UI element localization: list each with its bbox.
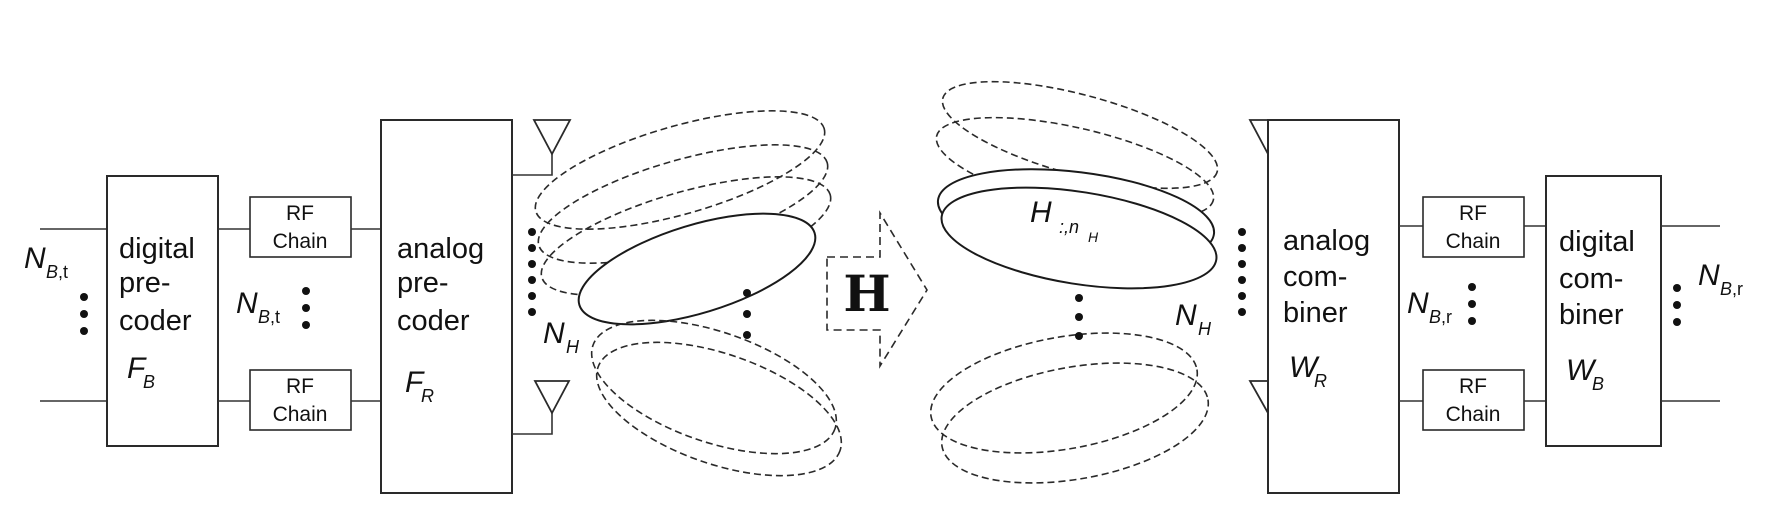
svg-text:H: H — [566, 337, 580, 357]
svg-text:N: N — [1407, 287, 1429, 320]
svg-text:F: F — [405, 366, 425, 399]
channel-matrix-symbol: H — [843, 264, 890, 323]
svg-text:B: B — [258, 307, 270, 327]
svg-text:biner: biner — [1283, 297, 1348, 329]
svg-text:RF: RF — [286, 375, 314, 398]
svg-text:R: R — [1314, 371, 1327, 391]
tx-rf-chain-bottom: RF Chain — [249, 369, 352, 431]
svg-text:H: H — [1088, 229, 1099, 245]
svg-text:,t: ,t — [58, 262, 68, 282]
svg-text:N: N — [1698, 259, 1720, 292]
svg-text:RF: RF — [1459, 202, 1487, 225]
svg-text:,r: ,r — [1732, 279, 1743, 299]
vertical-ellipsis — [80, 293, 88, 335]
rx-rf-chain-top: RF Chain — [1422, 196, 1525, 258]
svg-text:coder: coder — [397, 305, 470, 337]
svg-text:B: B — [46, 262, 58, 282]
svg-text:Chain: Chain — [273, 230, 328, 253]
svg-text:com-: com- — [1283, 261, 1347, 293]
vertical-ellipsis — [528, 228, 536, 316]
svg-text:digital: digital — [1559, 226, 1635, 258]
svg-text:pre-: pre- — [119, 267, 171, 299]
svg-text:analog: analog — [397, 233, 484, 265]
svg-text:N: N — [543, 317, 565, 350]
svg-text:F: F — [127, 352, 147, 385]
vertical-ellipsis — [1673, 284, 1681, 326]
rx-stream-count-label-right: N B ,r — [1698, 259, 1743, 299]
tx-antenna-top — [512, 119, 572, 176]
svg-text::,n: :,n — [1059, 217, 1079, 237]
vertical-ellipsis — [1468, 283, 1476, 325]
svg-text:com-: com- — [1559, 263, 1623, 295]
analog-precoder-block: analog pre- coder F R — [380, 119, 513, 494]
svg-text:biner: biner — [1559, 299, 1624, 331]
channel-column-label: H :,n H — [1030, 196, 1099, 245]
digital-precoder-block: digital pre- coder F B — [106, 175, 219, 447]
svg-text:H: H — [1198, 319, 1212, 339]
vertical-ellipsis — [1075, 294, 1083, 340]
tx-antenna-bottom — [512, 380, 571, 435]
vertical-ellipsis — [302, 287, 310, 329]
svg-text:B: B — [143, 372, 155, 392]
svg-text:W: W — [1289, 351, 1320, 384]
rx-antenna-count-label: N H — [1175, 299, 1212, 339]
svg-text:coder: coder — [119, 305, 192, 337]
digital-combiner-block: digital com- biner W B — [1545, 175, 1662, 447]
svg-text:analog: analog — [1283, 225, 1370, 257]
svg-text:R: R — [421, 386, 434, 406]
svg-text:N: N — [236, 287, 258, 320]
svg-text:Chain: Chain — [1446, 403, 1501, 426]
tx-beam-patterns — [534, 110, 843, 477]
svg-text:B: B — [1429, 307, 1441, 327]
rx-rf-chain-count-label: N B ,r — [1407, 287, 1452, 327]
svg-text:N: N — [24, 242, 46, 275]
svg-text:RF: RF — [1459, 375, 1487, 398]
rx-beam-patterns — [929, 80, 1219, 484]
svg-text:N: N — [1175, 299, 1197, 332]
svg-text:H: H — [1030, 196, 1052, 229]
svg-text:Chain: Chain — [273, 403, 328, 426]
svg-text:W: W — [1566, 354, 1597, 387]
tx-antenna-count-label: N H — [543, 317, 580, 357]
svg-text:pre-: pre- — [397, 267, 449, 299]
svg-text:B: B — [1720, 279, 1732, 299]
tx-rf-chain-top: RF Chain — [249, 196, 352, 258]
vertical-ellipsis — [1238, 228, 1246, 316]
svg-text:RF: RF — [286, 202, 314, 225]
svg-text:digital: digital — [119, 233, 195, 265]
analog-combiner-block: analog com- biner W R — [1267, 119, 1400, 494]
svg-text:Chain: Chain — [1446, 230, 1501, 253]
tx-rf-chain-count-label: N B ,t — [236, 287, 280, 327]
rx-rf-chain-bottom: RF Chain — [1422, 369, 1525, 431]
svg-text:B: B — [1592, 374, 1604, 394]
vertical-ellipsis — [743, 289, 751, 339]
channel-arrow: H — [826, 210, 928, 369]
svg-text:,r: ,r — [1441, 307, 1452, 327]
tx-stream-count-label-left: N B ,t — [24, 242, 68, 282]
svg-text:,t: ,t — [270, 307, 280, 327]
